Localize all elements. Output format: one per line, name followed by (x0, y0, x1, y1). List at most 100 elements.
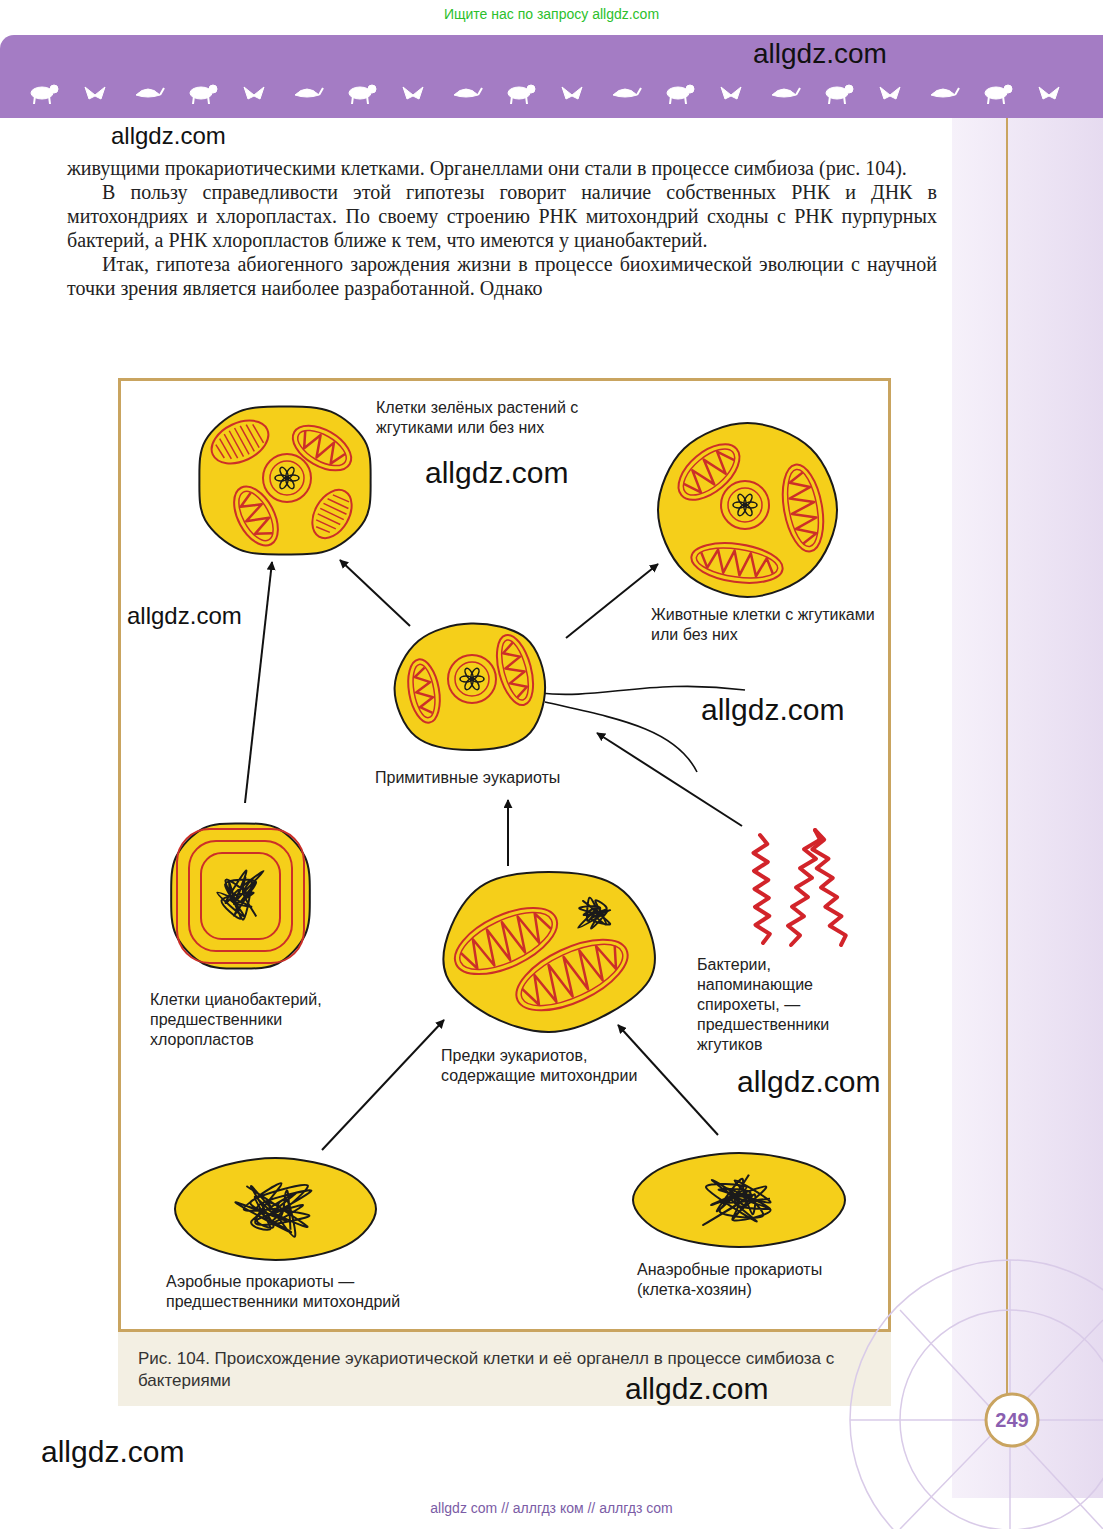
cell-drawing (630, 1150, 848, 1250)
banner (0, 35, 1103, 118)
sil-wings (721, 87, 741, 99)
cell-membrane (633, 1153, 845, 1247)
sil-body (295, 89, 319, 97)
cell-label: Бактерии, напоминающие спирохеты, — пред… (697, 955, 873, 1055)
mito-inner (513, 932, 631, 1018)
arrow-connector (507, 800, 509, 866)
mitochondrion (404, 657, 445, 725)
sil-wings (1039, 87, 1059, 99)
chromatin (463, 667, 474, 680)
thylakoid (220, 438, 232, 460)
animal-silhouette (880, 87, 900, 99)
sil-leg (1003, 96, 1004, 104)
cell-membrane (444, 872, 655, 1032)
mito-outer (506, 925, 638, 1025)
thylakoid (240, 425, 254, 452)
sil-head (686, 85, 694, 93)
sil-tail (955, 88, 959, 95)
sil-leg (352, 96, 353, 104)
cell-node: Клетки цианобактерий, предшественники хл… (148, 812, 373, 1052)
sil-leg (34, 96, 35, 104)
chloroplast (304, 483, 359, 545)
mitochondrion (225, 479, 287, 552)
sil-tail (796, 88, 800, 95)
watermark: allgdz.com (127, 602, 242, 630)
chromatin (736, 493, 747, 506)
mito-inner (409, 663, 438, 720)
sil-head (845, 85, 853, 93)
watermark: allgdz.com (753, 38, 887, 70)
cell-membrane (171, 823, 310, 968)
nuclear-envelope (263, 454, 311, 502)
figure-caption: Рис. 104. Происхождение эукариотической … (138, 1348, 873, 1392)
sil-leg (844, 96, 845, 104)
cell-membrane (199, 407, 370, 555)
mitochondrion (777, 461, 830, 554)
body-text: живущими прокариотическими клетками. Орг… (67, 156, 937, 300)
thylakoid (318, 512, 340, 526)
watermark: allgdz.com (701, 693, 844, 727)
sil-body (772, 89, 796, 97)
animal-silhouette (613, 88, 641, 97)
site-note: Ищите нас по запросу allgdz.com (0, 6, 1103, 22)
sil-leg (49, 96, 50, 104)
cell-node: Бактерии, напоминающие спирохеты, — пред… (695, 822, 875, 1062)
chromatin (284, 477, 295, 490)
nuclear-inner (455, 662, 489, 696)
sil-head (527, 85, 535, 93)
sil-tail (319, 88, 323, 95)
sil-wings (562, 87, 582, 99)
watermark: allgdz.com (625, 1372, 768, 1406)
mito-inner (232, 486, 280, 546)
animal-silhouette (136, 88, 164, 97)
sil-leg (367, 96, 368, 104)
chromatin (469, 678, 480, 691)
mito-outer (669, 434, 750, 511)
nucleolus (470, 677, 475, 682)
nucleolus (743, 503, 748, 508)
sil-head (50, 85, 58, 93)
animal-silhouette (985, 85, 1012, 104)
animal-silhouette (667, 85, 694, 104)
arrow-connector (245, 562, 272, 803)
cristae (235, 491, 276, 542)
arrow-connector (340, 560, 410, 626)
sil-leg (829, 96, 830, 104)
sil-body (454, 89, 478, 97)
thylakoid-membrane (177, 829, 304, 963)
animal-silhouette (1039, 87, 1059, 99)
thylakoid (324, 502, 347, 516)
thylakoid (246, 424, 259, 449)
sil-wings (244, 87, 264, 99)
watermark: allgdz.com (111, 122, 226, 150)
nuclear-envelope (721, 481, 769, 529)
sil-head (368, 85, 376, 93)
thylakoid (316, 525, 330, 534)
body-paragraph: живущими прокариотическими клетками. Орг… (67, 156, 937, 180)
page-number-ring (986, 1394, 1038, 1446)
mitochondrion (490, 631, 540, 709)
watermark: allgdz.com (41, 1435, 184, 1469)
cell-label: Животные клетки с жгутиками или без них (651, 605, 883, 645)
cell-label: Клетки зелёных растений с жгутиками или … (376, 398, 616, 438)
animal-silhouette (295, 88, 323, 97)
mito-inner (292, 423, 352, 473)
mito-outer (404, 657, 445, 725)
nuclear-inner (728, 488, 762, 522)
animal-silhouette (931, 88, 959, 97)
sil-leg (988, 96, 989, 104)
body-paragraph: В пользу справедливости этой гипотезы го… (67, 180, 937, 252)
cell-label: Аэробные прокариоты — предшественники ми… (166, 1272, 462, 1312)
animal-silhouette (454, 88, 482, 97)
cell-drawing (172, 1155, 379, 1263)
cristae (412, 667, 435, 715)
cell-membrane (395, 624, 546, 751)
cristae (680, 445, 738, 499)
chromatin (742, 493, 753, 506)
cell-drawing (163, 815, 318, 977)
sil-body (613, 89, 637, 97)
cell-label: Примитивные эукариоты (375, 768, 602, 788)
mitochondrion (689, 538, 785, 588)
nuclear-inner (270, 461, 304, 495)
thylakoid-membrane (189, 841, 292, 951)
